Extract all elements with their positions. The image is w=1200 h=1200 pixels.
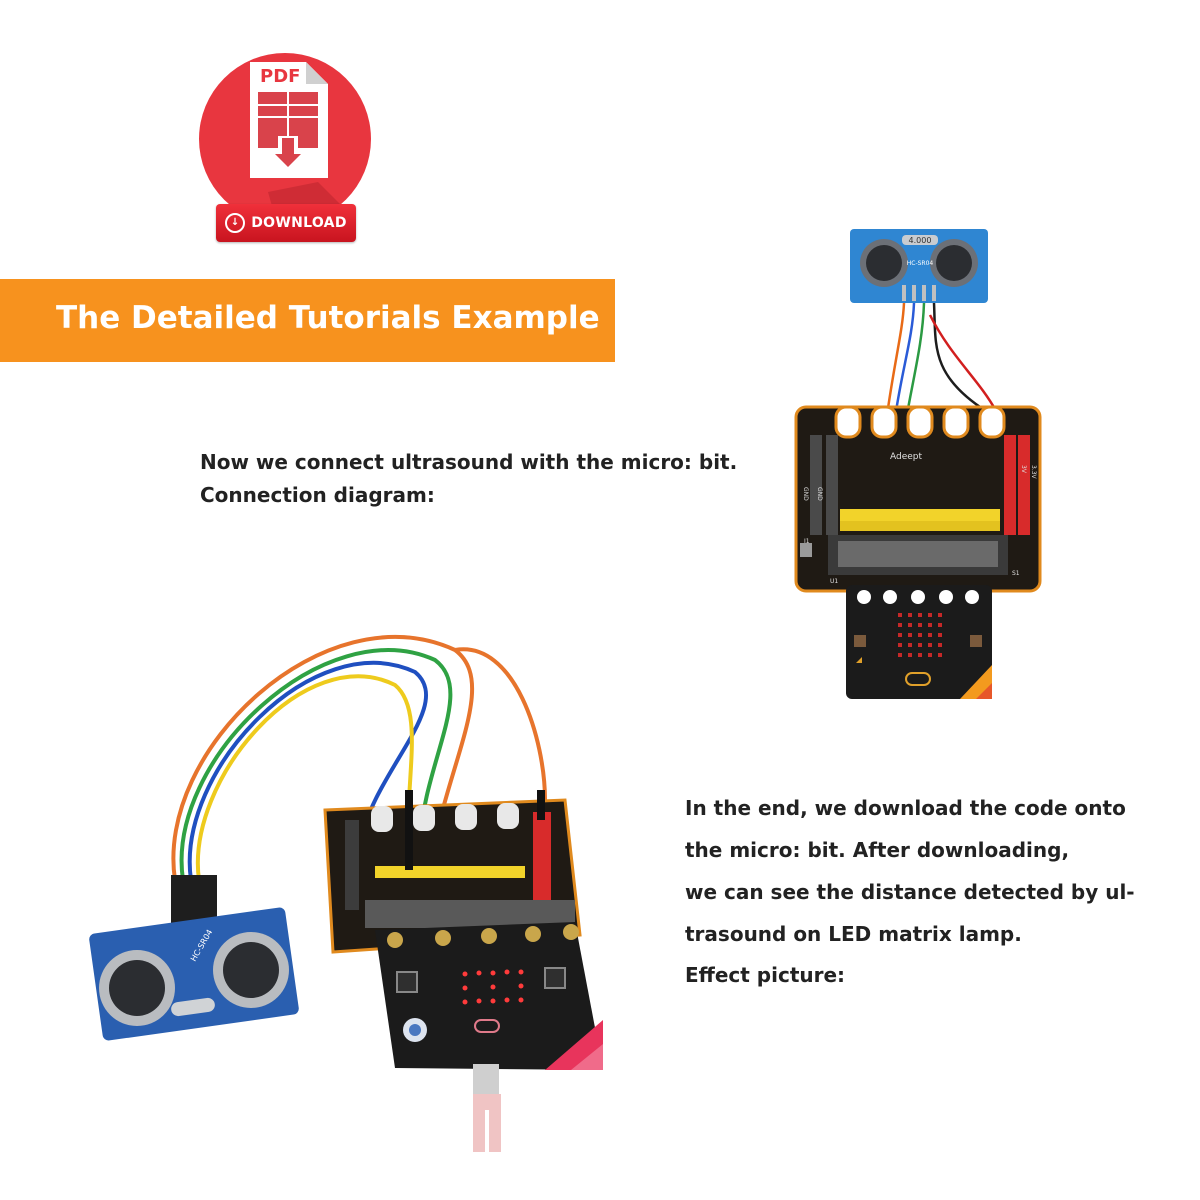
download-arrow-icon: ↓ <box>225 213 246 233</box>
u1-label: U1 <box>830 578 838 585</box>
s1-label: S1 <box>1012 570 1020 577</box>
ending-text-line-1: In the end, we download the code onto <box>685 796 1126 820</box>
intro-text-line-1: Now we connect ultrasound with the micro… <box>200 450 738 474</box>
gnd-label-2: GND <box>816 487 823 501</box>
brand-label: Adeept <box>890 452 922 462</box>
download-label: DOWNLOAD <box>251 215 347 231</box>
section-title: The Detailed Tutorials Example <box>56 300 600 336</box>
ultrasonic-sensor-diagram: 4.000 HC-SR04 <box>850 229 988 303</box>
ending-text-line-3: we can see the distance detected by ul- <box>685 880 1135 904</box>
3v3-label: 3.3V <box>1030 465 1037 480</box>
breakout-board-photo <box>323 790 582 954</box>
effect-photo: HC-SR04 <box>75 600 635 1160</box>
intro-text-line-2: Connection diagram: <box>200 483 435 507</box>
j1-label: J1 <box>803 538 810 545</box>
breakout-board-diagram: Adeept GND 3V GND 3.3V J1 U1 S1 <box>794 405 1042 593</box>
microbit-photo <box>375 922 603 1070</box>
ending-text-line-2: the micro: bit. After downloading, <box>685 838 1070 862</box>
sensor-model-label: HC-SR04 <box>907 260 934 267</box>
gnd-label: GND <box>802 487 809 501</box>
ending-text-line-4: trasound on LED matrix lamp. <box>685 922 1022 946</box>
pdf-badge: PDF <box>198 52 372 226</box>
ultrasonic-sensor-photo: HC-SR04 <box>89 907 299 1041</box>
ending-text-line-5: Effect picture: <box>685 963 846 987</box>
section-banner <box>0 279 615 362</box>
pdf-label: PDF <box>260 66 300 87</box>
sensor-crystal-label: 4.000 <box>909 236 932 245</box>
microbit-diagram <box>846 585 992 699</box>
connection-diagram: 4.000 HC-SR04 Adeept GND <box>790 225 1046 705</box>
download-button[interactable]: ↓ DOWNLOAD <box>216 204 356 242</box>
pdf-download-icon: PDF <box>199 53 371 225</box>
3v-label: 3V <box>1020 465 1027 474</box>
